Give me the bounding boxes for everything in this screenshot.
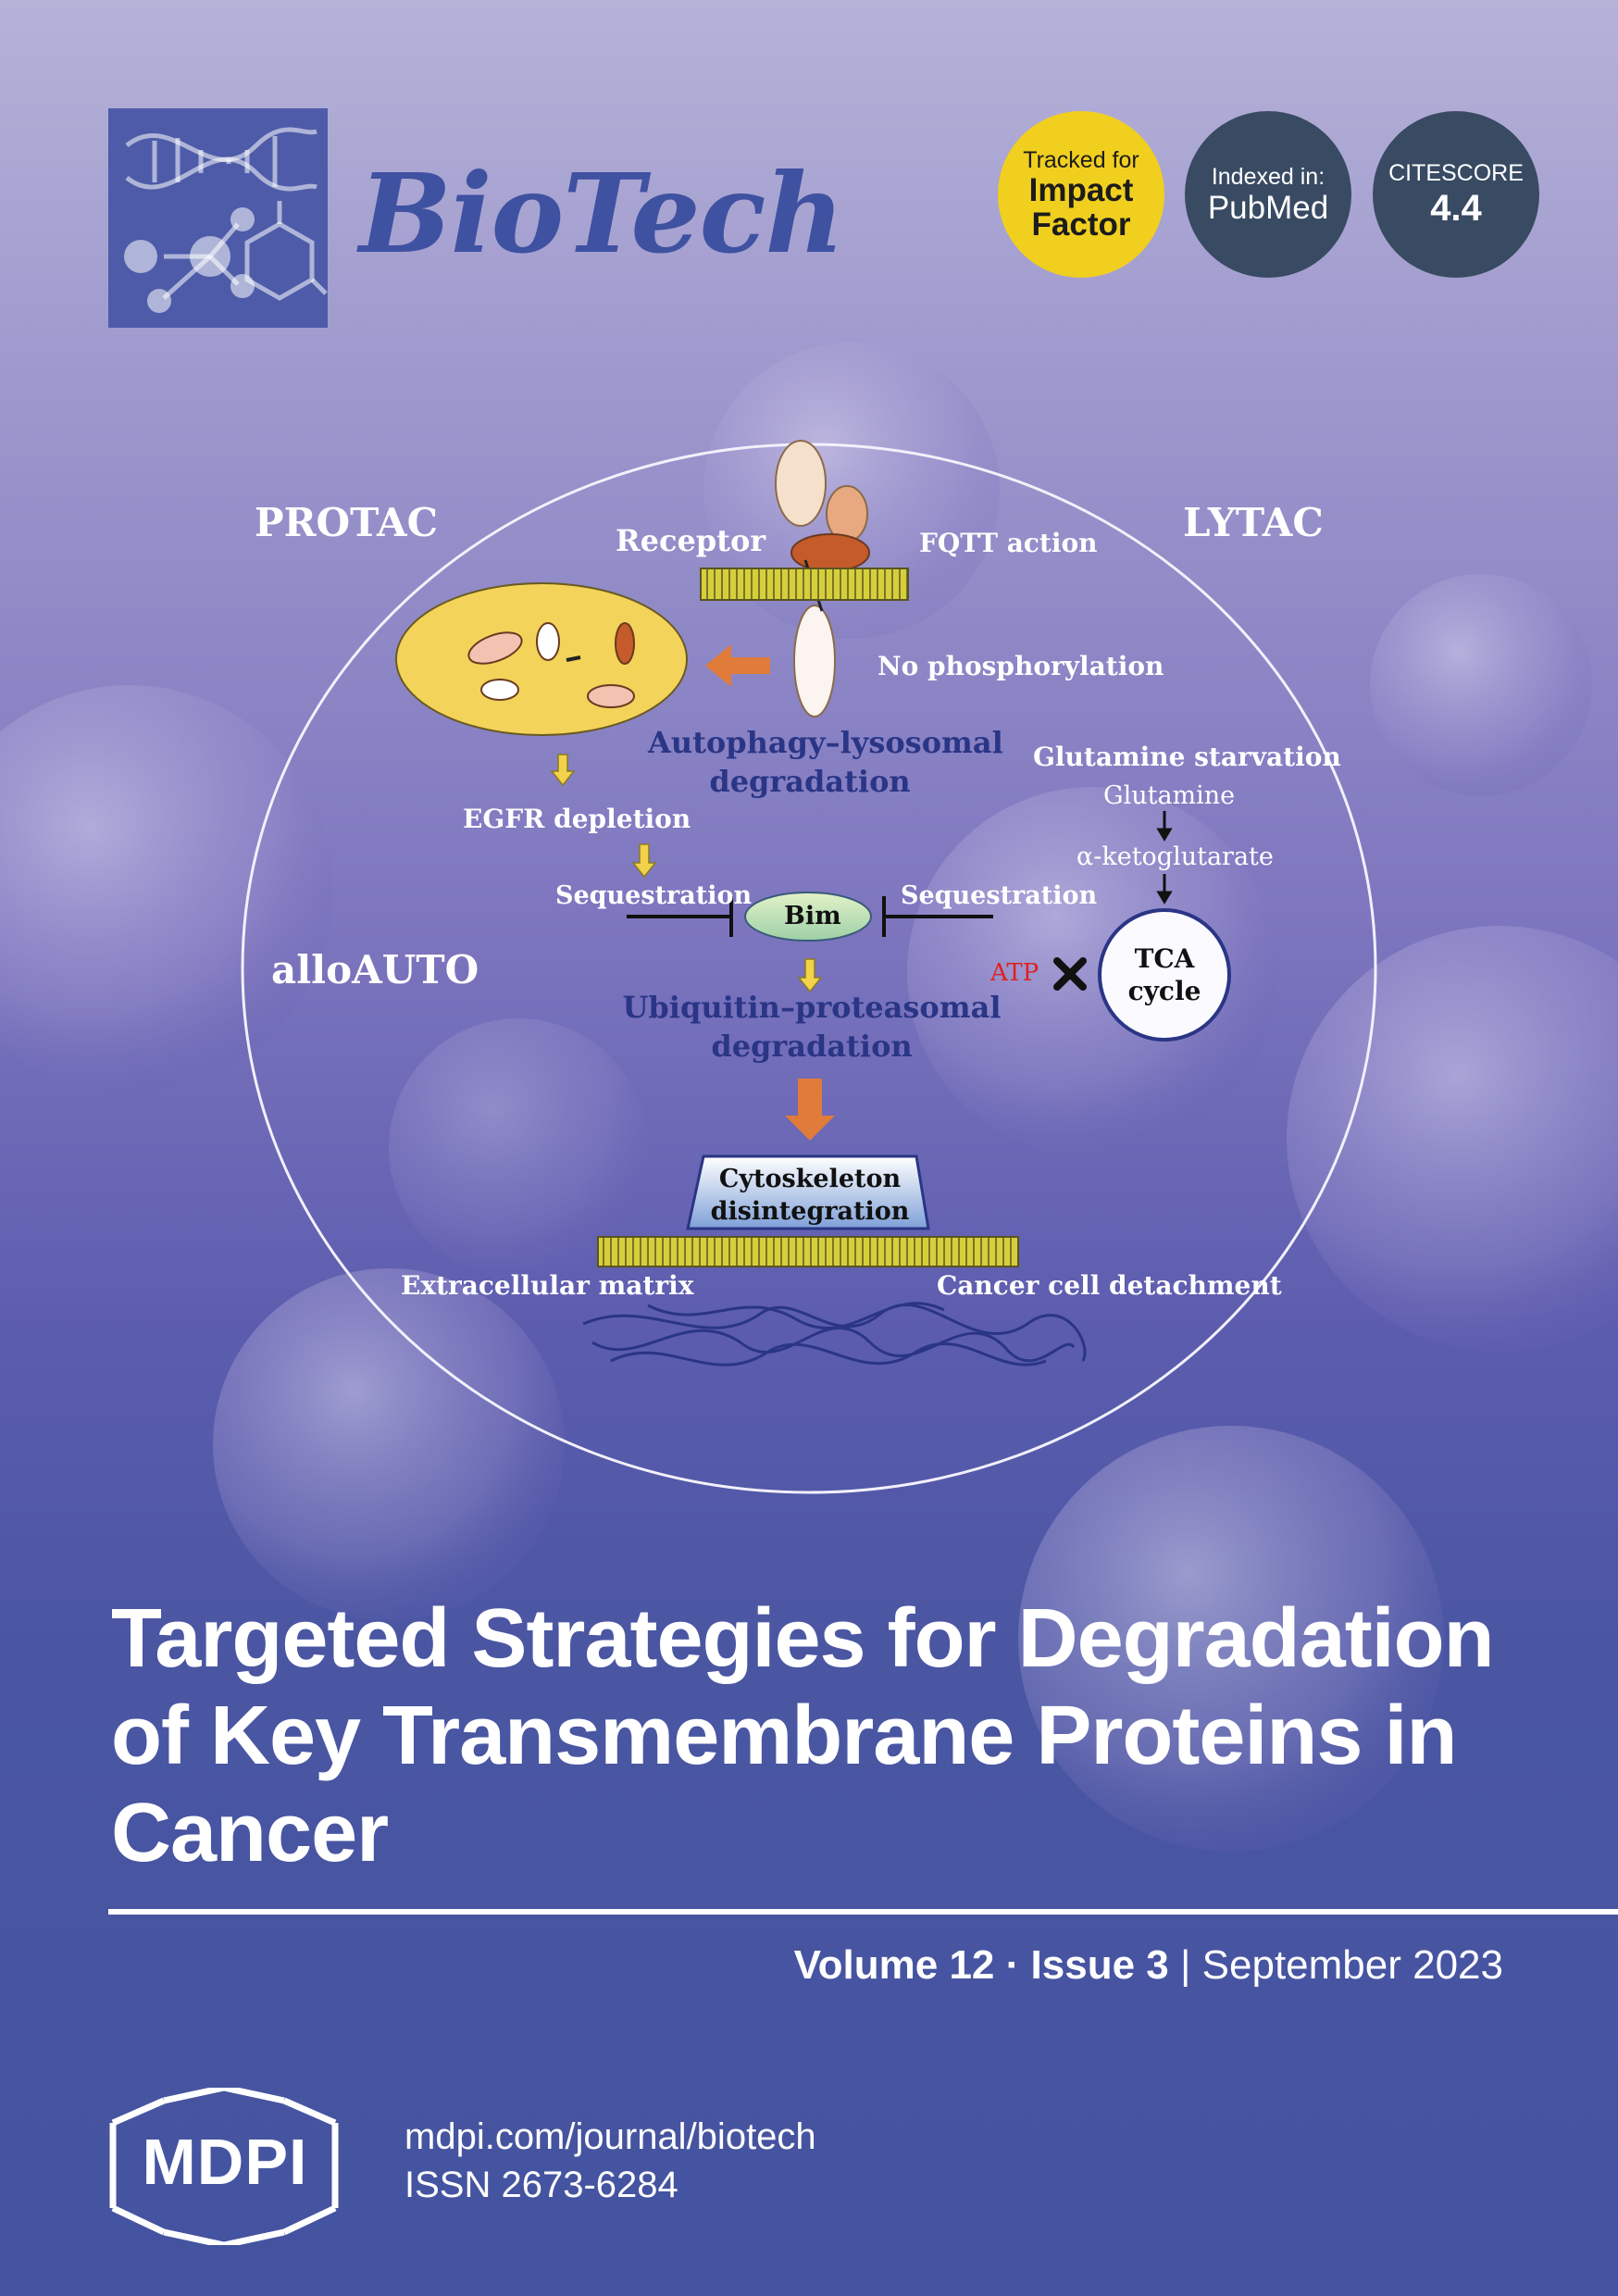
bim-label: Bim [784,902,841,930]
tca-cycle-label: TCA cycle [1100,942,1229,1007]
impact-badge-line3: Factor [1031,206,1131,243]
issue-info: Volume 12 · Issue 3 | September 2023 [794,1942,1503,1989]
glutamine-arrows [1156,811,1173,905]
arrow-to-lysosome [705,644,770,687]
issue-separator: · [1005,1942,1020,1988]
citescore-badge-value: 4.4 [1430,188,1482,229]
impact-badge-line2: Impact [1028,172,1134,209]
autophagy-line2: degradation [709,763,911,799]
protac-label: PROTAC [255,500,439,545]
alpha-ketoglutarate-label: α-ketoglutarate [1077,842,1274,871]
receptor-shape [775,440,870,718]
ubiquitin-proteasomal-label: Ubiquitin–proteasomal degradation [622,989,1002,1066]
title-line1: Targeted Strategies for Degradation [111,1592,1495,1685]
impact-factor-badge: Tracked for Impact Factor [998,111,1164,278]
arrow-down-cytoskeleton [785,1079,835,1141]
mdpi-logo-hexagon-icon [109,2088,339,2245]
article-title: Targeted Strategies for Degradation of K… [111,1591,1555,1882]
autophagy-lysosomal-label: Autophagy–lysosomal degradation [648,724,1003,801]
cell-membrane-bottom [597,1236,1019,1267]
title-divider [108,1909,1618,1915]
journal-name: BioTech [359,149,844,278]
extracellular-matrix-fibers [582,1302,1087,1366]
glutamine-label: Glutamine [1103,781,1236,810]
citescore-badge-label: CITESCORE [1388,160,1524,186]
volume-text: Volume 12 [793,1942,995,1988]
cytoskeleton-line1: Cytoskeleton [718,1165,902,1193]
cancer-cell-detachment-label: Cancer cell detachment [937,1270,1282,1301]
bim-shape [744,892,872,942]
autophagy-line1: Autophagy–lysosomal [648,725,1003,760]
atp-label: ATP [990,959,1039,987]
fqtt-action-label: FQTT action [919,528,1098,558]
glutamine-starvation-label: Glutamine starvation [1033,742,1341,772]
block-x-icon [1053,957,1087,991]
no-phosphorylation-label: No phosphorylation [877,651,1164,681]
publisher-name: MDPI [142,2126,308,2198]
issue-date: September 2023 [1201,1942,1503,1988]
cytoskeleton-box [686,1154,930,1230]
citescore-badge: CITESCORE 4.4 [1373,111,1539,278]
egfr-depletion-label: EGFR depletion [463,804,691,834]
issue-bar: | [1179,1942,1191,1988]
inhibition-lines [627,896,993,937]
title-line2: of Key Transmembrane Proteins in [111,1690,1457,1782]
dna-molecule-icon [124,127,328,313]
pubmed-badge-line2: PubMed [1207,189,1329,226]
title-line3: Cancer [111,1787,389,1879]
issue-text: Issue 3 [1030,1942,1169,1988]
impact-badge-line1: Tracked for [1023,147,1139,174]
pubmed-badge-line1: Indexed in: [1211,163,1326,190]
cytoskeleton-label: Cytoskeleton disintegration [694,1163,926,1228]
alloauto-label: alloAUTO [271,947,479,992]
lytac-label: LYTAC [1183,500,1324,545]
tca-cycle-shape [1098,908,1231,1042]
pubmed-badge: Indexed in: PubMed [1185,111,1351,278]
lysosome-shape [395,582,688,736]
receptor-label: Receptor [616,523,766,558]
ubiquitin-line2: degradation [711,1028,913,1064]
sequestration-left-label: Sequestration [555,881,753,910]
journal-logo [108,108,328,328]
ubiquitin-line1: Ubiquitin–proteasomal [622,990,1002,1025]
extracellular-matrix-label: Extracellular matrix [401,1270,694,1301]
sequestration-right-label: Sequestration [901,881,1098,910]
issn-text: ISSN 2673-6284 [404,2165,678,2205]
journal-url[interactable]: mdpi.com/journal/biotech [404,2116,816,2157]
tca-line2: cycle [1127,976,1201,1006]
flow-arrows [550,754,823,993]
cytoskeleton-line2: disintegration [710,1197,910,1227]
cell-membrane-top [700,568,909,601]
tca-line1: TCA [1134,943,1195,974]
